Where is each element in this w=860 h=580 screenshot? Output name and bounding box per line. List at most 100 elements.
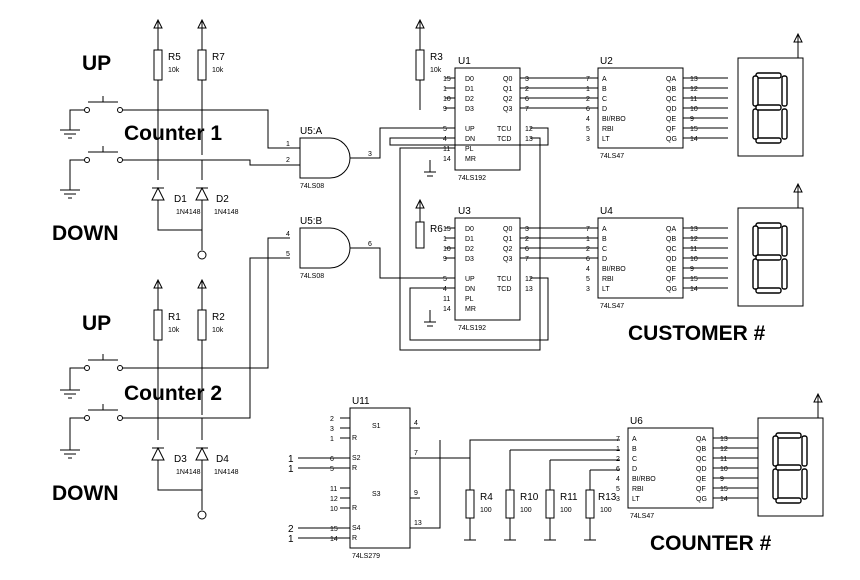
r7-value: 10k — [212, 67, 224, 74]
u6-in-num: 5 — [616, 486, 620, 493]
segment-c — [781, 258, 788, 290]
segment-b — [801, 435, 808, 467]
u6-out-num: 9 — [720, 476, 724, 483]
down-label-1: DOWN — [52, 222, 119, 245]
u2-in-label: LT — [602, 136, 610, 143]
u3pins-out-num: 7 — [525, 256, 529, 263]
segment-f — [752, 75, 759, 107]
u1pins-in-num: 1 — [443, 86, 447, 93]
r2-value: 10k — [212, 327, 224, 334]
u4-in-label: C — [602, 246, 607, 253]
u1pins-in-D2: D2 — [465, 96, 474, 103]
u1pins-ctl-num: 5 — [443, 126, 447, 133]
customer-number-label: CUSTOMER # — [628, 322, 766, 345]
u1pins-ctl-MR: MR — [465, 156, 476, 163]
u4-out-num: 11 — [690, 246, 697, 253]
u4-out-num: 9 — [690, 266, 694, 273]
u3pins-ctl-num: 11 — [443, 296, 450, 303]
u3-type: 74LS192 — [458, 325, 486, 332]
u6-out-label: QC — [696, 456, 707, 463]
u6-in-num: 4 — [616, 476, 620, 483]
u4-in-label: BI/RBO — [602, 266, 626, 273]
u5a-pin2: 2 — [286, 157, 290, 164]
u11-s3: S3 — [372, 491, 381, 498]
u1pins-out-num: 2 — [525, 86, 529, 93]
u4-in-num: 6 — [586, 256, 590, 263]
u4-in-label: D — [602, 256, 607, 263]
segment-d — [755, 287, 782, 294]
d3-type: 1N4148 — [176, 469, 201, 476]
u1pins-in-D0: D0 — [465, 76, 474, 83]
u11-left-pin: 5 — [330, 466, 334, 473]
u4-type: 74LS47 — [600, 303, 624, 310]
u6-out-label: QF — [696, 486, 706, 493]
u4-in-label: RBI — [602, 276, 614, 283]
u3-tc-loop — [409, 277, 549, 341]
u3pins-out-num: 2 — [525, 236, 529, 243]
u11-type: 74LS279 — [352, 553, 380, 560]
u6-in-num: 6 — [616, 466, 620, 473]
u6-out-label: QB — [696, 446, 706, 453]
r11-value: 100 — [560, 507, 572, 514]
u11-left-pin: 11 — [330, 486, 337, 493]
counter-1-input-circuit: R5 10k R7 10k D1 D2 1N4148 1N4148 — [60, 18, 290, 260]
u4-in-num: 5 — [586, 276, 590, 283]
u4-in-label: B — [602, 236, 607, 243]
segment-c — [801, 468, 808, 500]
u6-in-label: RBI — [632, 486, 644, 493]
segment-b — [781, 75, 788, 107]
u2-in-label: BI/RBO — [602, 116, 626, 123]
r10-value: 100 — [520, 507, 532, 514]
u3pins-out-num: 3 — [525, 226, 529, 233]
u3-label: U3 — [458, 206, 471, 217]
u2-out-label: QA — [666, 76, 676, 83]
u5b-pin6: 6 — [368, 241, 372, 248]
u11-r4: R — [352, 535, 357, 542]
counter-2-label: Counter 2 — [124, 382, 222, 405]
u3pins-in-num: 15 — [443, 226, 451, 233]
u2-out-label: QB — [666, 86, 676, 93]
u4-out-label: QC — [666, 246, 677, 253]
u3pins-tc-num: 13 — [525, 286, 533, 293]
u11-left-pin: 15 — [330, 526, 338, 533]
u2-type: 74LS47 — [600, 153, 624, 160]
u6-type: 74LS47 — [630, 513, 654, 520]
u6-in-label: LT — [632, 496, 640, 503]
u11-s2: S2 — [352, 455, 361, 462]
u4-out-label: QA — [666, 226, 676, 233]
u6-in-label: C — [632, 456, 637, 463]
u2-out-label: QC — [666, 96, 677, 103]
segment-a — [775, 432, 802, 439]
segment-b — [781, 225, 788, 257]
u2-in-num: 1 — [586, 86, 590, 93]
r13-value: 100 — [600, 507, 612, 514]
r1-label: R1 — [168, 312, 181, 323]
u1-type: 74LS192 — [458, 175, 486, 182]
u2-in-num: 3 — [586, 136, 590, 143]
u4-out-label: QG — [666, 286, 677, 293]
segment-d — [775, 497, 802, 504]
u3pins-out-num: 6 — [525, 246, 529, 253]
u1pins-in-D1: D1 — [465, 86, 474, 93]
r7-label: R7 — [212, 52, 225, 63]
counter-2-input-circuit: R1 10k R2 10k D3 D4 1N4148 1N4148 — [60, 237, 290, 520]
u3pins-out-Q1: Q1 — [503, 236, 512, 243]
up-label-1: UP — [82, 52, 111, 75]
u2-out-num: 9 — [690, 116, 694, 123]
chip-u11: U11 74LS279 S1 R S2 R S3 R S4 R 23165111… — [330, 396, 422, 560]
u1pins-out-num: 6 — [525, 96, 529, 103]
u4-out-num: 12 — [690, 236, 698, 243]
u11-left-pin: 2 — [330, 416, 334, 423]
u4-in-label: A — [602, 226, 607, 233]
u6-in-label: BI/RBO — [632, 476, 656, 483]
u2-out-label: QE — [666, 116, 676, 123]
u3pins-ctl-num: 14 — [443, 306, 451, 313]
u11-s4: S4 — [352, 525, 361, 532]
d3-label: D3 — [174, 454, 187, 465]
u3pins-ctl-MR: MR — [465, 306, 476, 313]
resistor-r6 — [415, 221, 425, 249]
d4-type: 1N4148 — [214, 469, 239, 476]
